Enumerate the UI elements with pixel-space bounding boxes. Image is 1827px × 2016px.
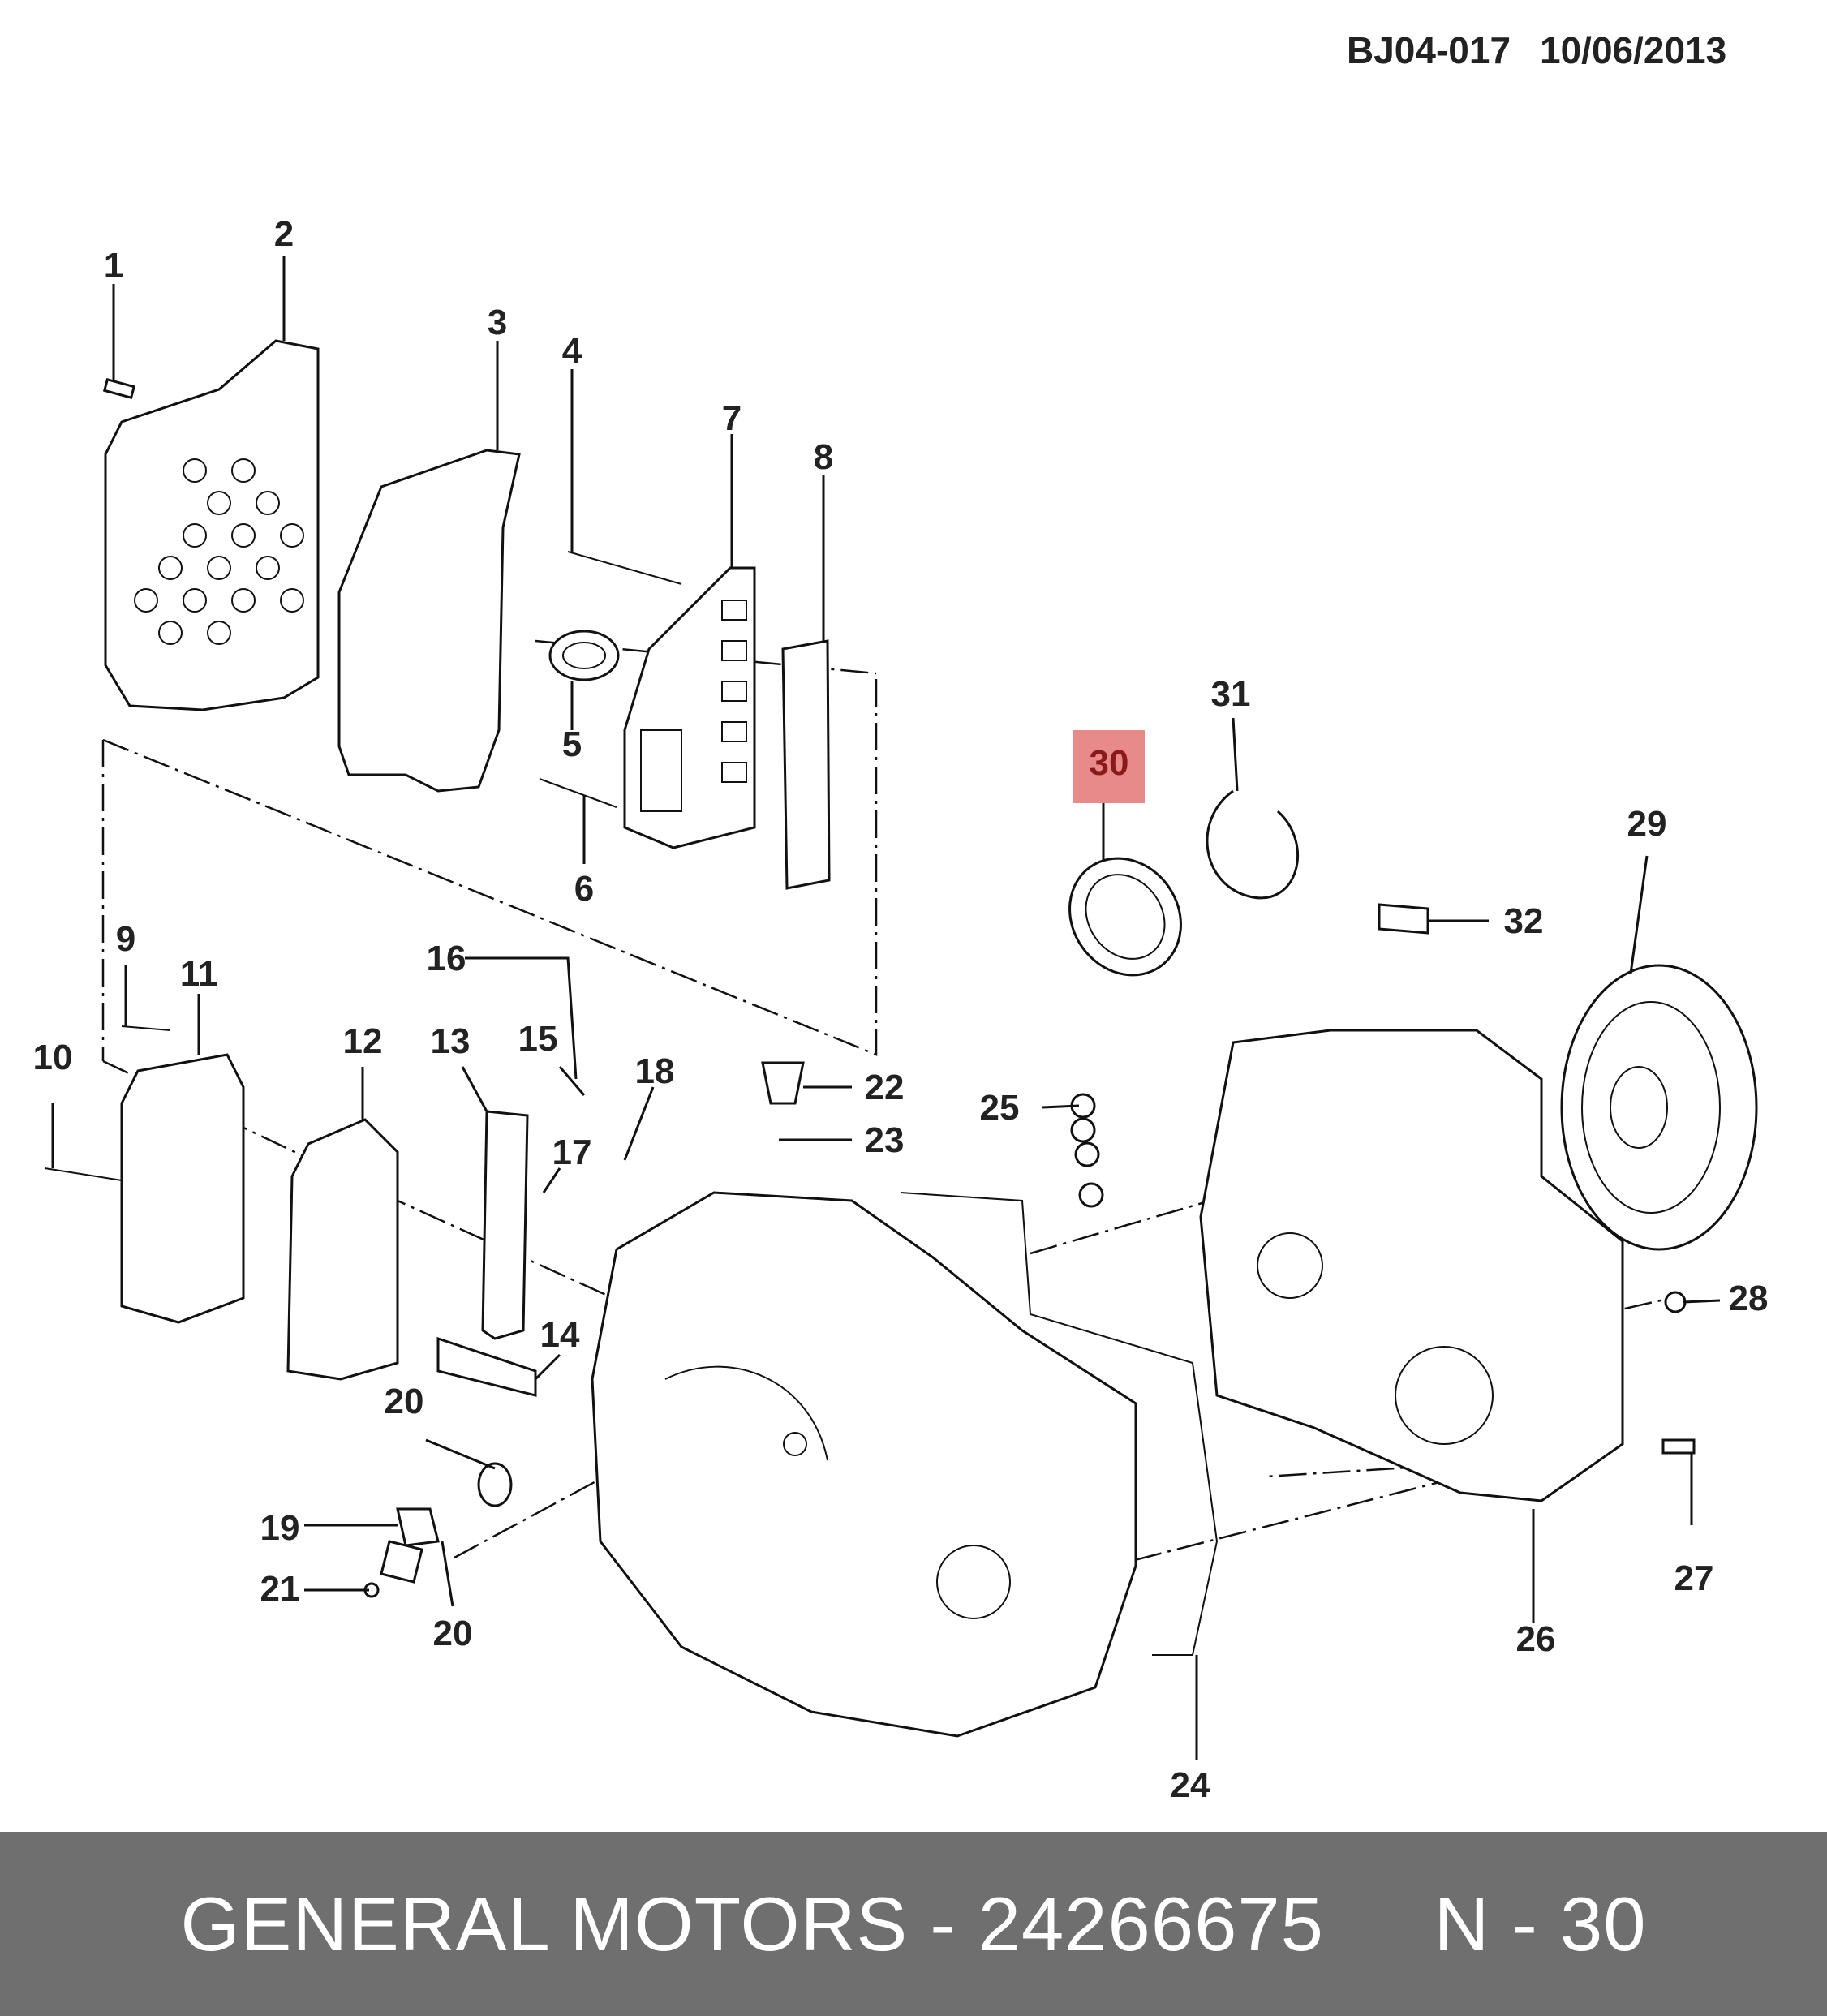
callout-20-upper: 20	[385, 1382, 424, 1421]
valve-body-cover	[104, 339, 320, 711]
parts-diagram: BJ04-017 10/06/2013	[33, 29, 1769, 1805]
callout-5: 5	[562, 724, 582, 764]
leader-lines	[51, 256, 1721, 1760]
callout-14: 14	[540, 1315, 580, 1355]
callout-26: 26	[1516, 1619, 1556, 1659]
torque-converter	[1560, 964, 1758, 1251]
diagram-code: BJ04-017	[1347, 29, 1511, 71]
callout-7: 7	[722, 398, 742, 438]
callout-32: 32	[1504, 901, 1544, 941]
hardware	[44, 378, 1696, 1598]
callout-30: 30	[1090, 743, 1129, 783]
retaining-clip	[1378, 903, 1429, 935]
footer-bar: GENERAL MOTORS - 24266675 N - 30	[0, 1832, 1827, 2016]
valve-body	[623, 566, 756, 849]
highlighted-seal	[1068, 857, 1182, 977]
callout-2: 2	[274, 214, 294, 254]
callout-27: 27	[1674, 1558, 1714, 1598]
filter-seal	[548, 630, 620, 681]
callout-labels: 1 2 3 4 5 6 7 8 9 10 11 12 13 14 15 16 1…	[33, 214, 1769, 1805]
callout-15: 15	[518, 1019, 558, 1059]
callout-21: 21	[260, 1569, 300, 1609]
callout-23: 23	[865, 1120, 905, 1160]
spacer-plate	[781, 639, 831, 890]
callout-8: 8	[814, 437, 833, 477]
callout-17: 17	[552, 1133, 592, 1172]
converter-housing	[1199, 1029, 1624, 1502]
diagram-date: 10/06/2013	[1540, 29, 1726, 71]
callout-25: 25	[980, 1088, 1020, 1128]
harness-bracket	[436, 1336, 537, 1397]
callout-29: 29	[1627, 804, 1667, 844]
callout-16: 16	[427, 939, 466, 978]
callout-12: 12	[343, 1021, 383, 1061]
callout-18: 18	[635, 1051, 675, 1091]
callout-4: 4	[562, 331, 582, 371]
callout-6: 6	[574, 869, 594, 909]
control-valve	[120, 1053, 245, 1324]
callout-3: 3	[488, 303, 507, 342]
transmission-case	[591, 1191, 1137, 1738]
callout-28: 28	[1729, 1279, 1769, 1318]
separator-plate	[286, 1118, 399, 1381]
snap-ring	[1206, 789, 1299, 900]
case-gasket	[900, 1192, 1219, 1656]
callout-9: 9	[116, 919, 135, 959]
callout-20-lower: 20	[433, 1614, 473, 1653]
callout-22: 22	[865, 1068, 905, 1107]
callout-19: 19	[260, 1508, 300, 1548]
callout-13: 13	[431, 1021, 471, 1061]
cover-gasket	[337, 449, 521, 793]
callout-11: 11	[180, 954, 218, 994]
callout-1: 1	[104, 246, 123, 286]
highlight-box	[1073, 730, 1145, 803]
callout-10: 10	[33, 1038, 73, 1077]
fill-plug	[761, 1061, 805, 1105]
callout-31: 31	[1211, 674, 1251, 714]
callout-24: 24	[1171, 1765, 1210, 1805]
wiring-harness	[481, 1110, 529, 1340]
part-number-caption: GENERAL MOTORS - 24266675 N - 30	[180, 1881, 1647, 1967]
